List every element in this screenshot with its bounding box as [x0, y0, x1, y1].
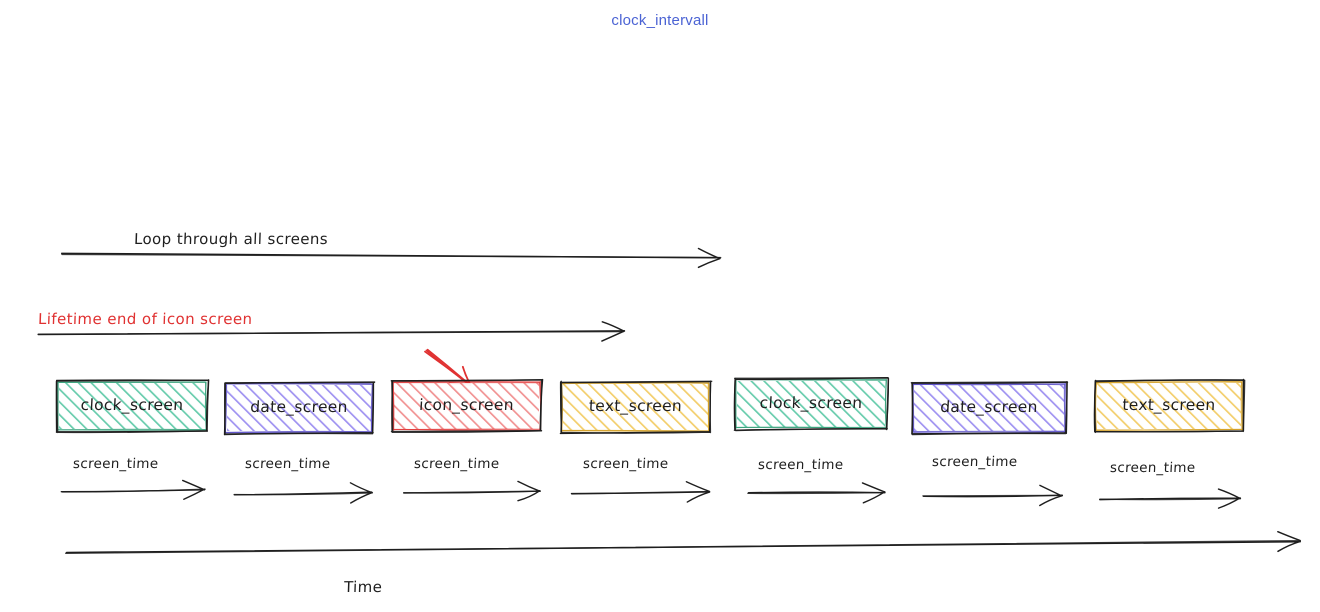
screen-time-label: screen_time: [413, 456, 500, 472]
screen-box-label: clock_screen: [80, 396, 184, 414]
loop-arrow: [60, 247, 722, 269]
screen-time-arrow-4: [747, 482, 886, 504]
screen-time-arrow-3: [570, 481, 711, 503]
screen-box-clock_screen-0[interactable]: [55, 379, 210, 434]
screen-box-label: clock_screen: [759, 394, 863, 412]
screen-box-date_screen-5[interactable]: [910, 381, 1069, 436]
screen-time-arrow-6: [1099, 488, 1242, 509]
screen-box-fill: [563, 384, 708, 430]
screen-box-fill: [394, 383, 539, 429]
time-axis-label: Time: [343, 578, 383, 596]
screen-time-arrow-2: [403, 480, 541, 502]
screen-box-label: date_screen: [249, 398, 349, 416]
screen-time-label: screen_time: [931, 454, 1018, 470]
screen-box-fill: [59, 383, 205, 429]
screen-box-date_screen-1[interactable]: [223, 381, 376, 436]
screen-box-label: icon_screen: [418, 396, 515, 414]
screen-box-text_screen-6[interactable]: [1093, 378, 1246, 434]
screen-time-arrow-5: [922, 484, 1064, 507]
screen-time-label: screen_time: [757, 457, 844, 473]
screen-time-label: screen_time: [72, 456, 159, 472]
screen-box-fill: [737, 381, 885, 427]
screen-time-arrow-0: [60, 479, 206, 500]
screen-time-arrow-1: [233, 482, 374, 504]
page-title: clock_intervall: [611, 12, 709, 29]
screen-box-label: text_screen: [588, 397, 683, 415]
screen-time-label: screen_time: [244, 456, 331, 472]
screen-box-label: date_screen: [939, 398, 1039, 416]
lifetime-arrow: [37, 321, 626, 342]
screen-time-label: screen_time: [582, 456, 669, 472]
lifetime-end-label: Lifetime end of icon screen: [37, 310, 253, 328]
screen-box-icon_screen-2[interactable]: [390, 378, 544, 433]
screen-box-fill: [227, 385, 371, 431]
time-axis-arrow: [64, 530, 1301, 554]
screen-box-label: text_screen: [1121, 396, 1217, 414]
screen-box-clock_screen-4[interactable]: [733, 376, 890, 432]
screen-box-text_screen-3[interactable]: [559, 380, 713, 435]
screen-box-fill: [1097, 383, 1241, 429]
screen-time-label: screen_time: [1109, 460, 1196, 476]
screen-box-fill: [914, 385, 1064, 431]
loop-through-label: Loop through all screens: [133, 230, 329, 248]
